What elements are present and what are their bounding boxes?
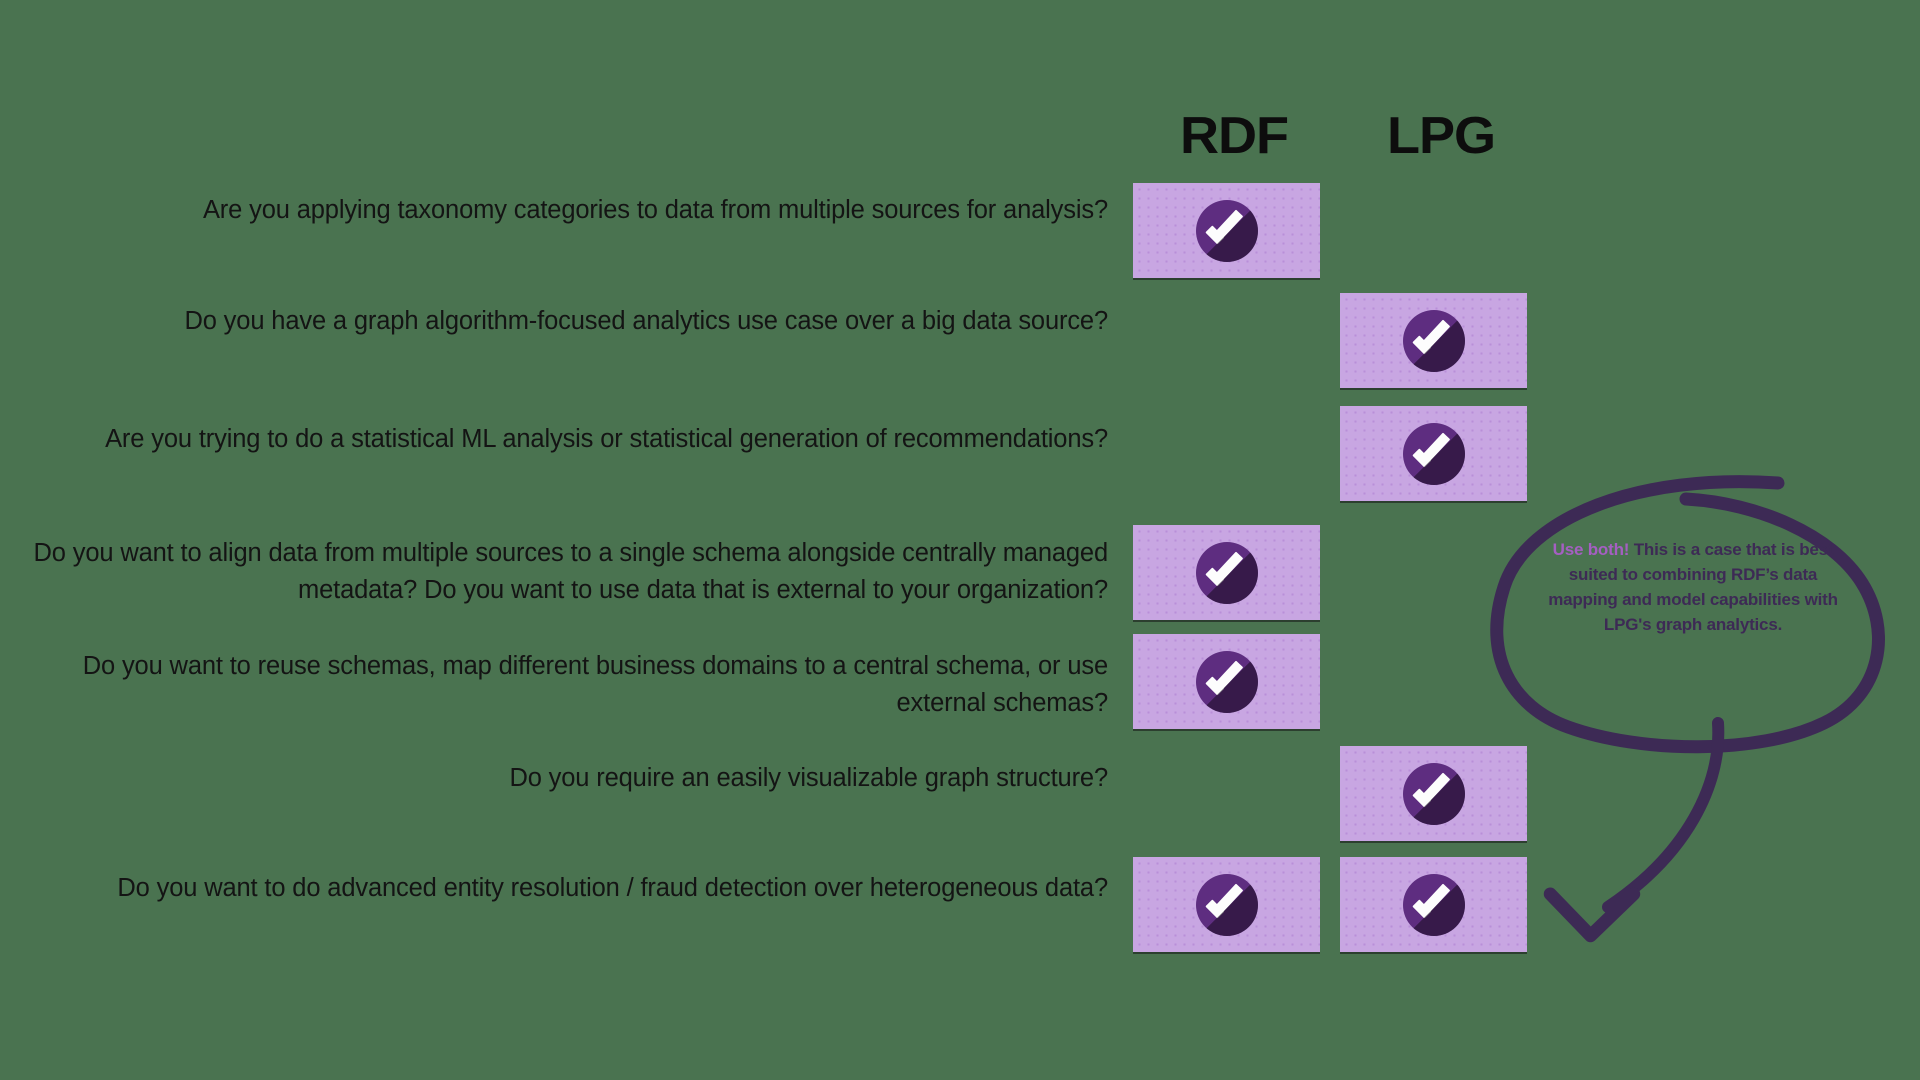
check-circle-icon [1402, 422, 1465, 485]
check-circle-icon [1402, 309, 1465, 372]
annotation-callout: Use both! This is a case that is best su… [1490, 455, 1920, 955]
annotation-text: Use both! This is a case that is best su… [1538, 537, 1848, 637]
column-header-rdf: RDF [1180, 107, 1289, 165]
annotation-highlight: Use both! [1552, 540, 1630, 559]
question-text: Do you want to reuse schemas, map differ… [82, 652, 1108, 717]
check-cell-lpg-row6[interactable] [1340, 746, 1527, 841]
hand-drawn-ellipse-arrow-icon [1490, 475, 1885, 943]
check-cell-lpg-row7[interactable] [1340, 857, 1527, 952]
check-cell-rdf-row1[interactable] [1133, 183, 1320, 278]
check-circle-icon [1195, 541, 1258, 604]
question-text: Are you applying taxonomy categories to … [202, 196, 1108, 224]
column-header-lpg: LPG [1387, 107, 1496, 165]
check-cell-lpg-row3[interactable] [1340, 406, 1527, 501]
check-circle-icon [1195, 873, 1258, 936]
question-text: Do you want to align data from multiple … [33, 539, 1109, 604]
question-text: Are you trying to do a statistical ML an… [105, 425, 1108, 453]
annotation-body: This is a case that is best suited to co… [1548, 540, 1838, 634]
check-circle-icon [1195, 199, 1258, 262]
check-cell-rdf-row5[interactable] [1133, 634, 1320, 729]
check-cell-rdf-row7[interactable] [1133, 857, 1320, 952]
question-text: Do you have a graph algorithm-focused an… [184, 307, 1108, 335]
check-circle-icon [1402, 762, 1465, 825]
question-text: Do you require an easily visualizable gr… [509, 764, 1108, 792]
question-text: Do you want to do advanced entity resolu… [117, 874, 1108, 902]
check-circle-icon [1402, 873, 1465, 936]
check-cell-lpg-row2[interactable] [1340, 293, 1527, 388]
check-cell-rdf-row4[interactable] [1133, 525, 1320, 620]
check-circle-icon [1195, 650, 1258, 713]
